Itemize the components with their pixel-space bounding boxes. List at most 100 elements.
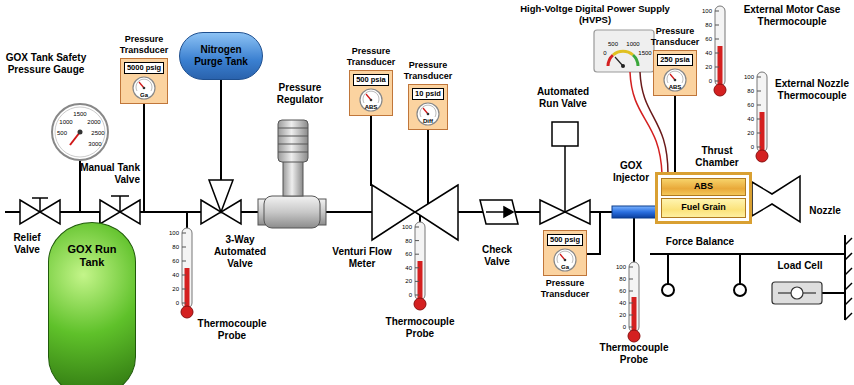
thermometer [757, 119, 761, 120]
scale-number: 0 [623, 324, 626, 330]
automated-run-valve [564, 146, 566, 212]
gauge-face [557, 251, 573, 263]
scale-number: 2000 [87, 119, 100, 125]
wall [844, 235, 846, 320]
transducer-heading: Pressure Transducer [645, 26, 705, 48]
scale-number: 40 [619, 300, 626, 306]
scale-number: 60 [705, 36, 712, 42]
load-cell [791, 287, 803, 299]
part-label: External Motor Case Thermocouple [742, 4, 842, 28]
scale-number: 60 [619, 288, 626, 294]
gauge-type: Ga [131, 92, 157, 98]
thermometer [757, 91, 761, 92]
gauge-face: ABS [662, 68, 688, 92]
range-label: 250 psia [657, 54, 693, 66]
part-label: Thermocouple Probe [382, 316, 458, 340]
gauge-face: Ga [131, 76, 157, 100]
range-label: 500 psia [353, 74, 389, 86]
scale-number: 1000 [59, 119, 72, 125]
manual-tank-valve [120, 200, 140, 224]
scale-number: 40 [747, 116, 754, 122]
part-label: GOX Tank Safety Pressure Gauge [3, 52, 89, 76]
thermometer [414, 298, 426, 310]
nozzle [752, 176, 800, 222]
scale-number: 20 [747, 130, 754, 136]
gauge-face [674, 78, 677, 81]
scale-number: 40 [405, 265, 412, 271]
thermometer [629, 267, 633, 268]
venturi-flow-meter [372, 185, 415, 240]
thermometer [628, 330, 640, 342]
thermometer [182, 289, 186, 290]
node-text: GOX Run Tank [62, 243, 122, 269]
thermometer [181, 228, 193, 318]
scale-number: 1500 [638, 50, 651, 56]
transducer-heading: Pressure Transducer [341, 46, 401, 68]
thermometer [182, 233, 186, 234]
thermometer [181, 306, 193, 318]
gauge-face: ABS [358, 88, 384, 112]
scale-number: 3000 [88, 141, 101, 147]
gauge-face [667, 71, 683, 83]
thermometer [182, 275, 186, 276]
thermometer [757, 77, 761, 78]
scale-number: 100 [616, 264, 626, 270]
thermometer [415, 267, 419, 268]
pressure-regulator [278, 136, 308, 137]
pressure-transducer: Pressure Transducer500 psiaABS [349, 70, 393, 116]
part-label: Venturi Flow Meter [329, 246, 395, 270]
manual-tank-valve [119, 196, 121, 212]
check-valve [480, 200, 518, 224]
gox-run-tank: GOX Run Tank [48, 222, 136, 385]
pipe [427, 120, 429, 204]
relief-valve [20, 198, 60, 224]
force-balance [662, 284, 674, 296]
thermometer [182, 261, 186, 262]
pressure-regulator [258, 120, 326, 228]
wall [845, 283, 852, 290]
force-balance [667, 254, 669, 284]
nitrogen-purge-tank: Nitrogen Purge Tank [179, 32, 263, 80]
gauge-type: ABS [662, 84, 688, 90]
thermometer [756, 72, 768, 162]
safety-pressure-gauge [52, 104, 108, 160]
wall [845, 268, 852, 275]
wall [845, 298, 852, 305]
thermometer [757, 147, 761, 148]
scale-number: 20 [172, 286, 179, 292]
check-valve [504, 207, 513, 217]
automated-run-valve [540, 122, 590, 224]
manual-tank-valve [100, 200, 120, 224]
scale-number: 60 [172, 258, 179, 264]
scale-number: 100 [169, 230, 179, 236]
range-label: 10 psid [412, 88, 444, 100]
thermometer [415, 227, 419, 228]
scale-number: 40 [172, 272, 179, 278]
load-cell [803, 292, 816, 293]
thermometer [757, 105, 761, 106]
part-label: 3-Way Automated Valve [208, 234, 272, 270]
force-balance [739, 254, 741, 284]
part-label: Thermocouple Probe [194, 318, 270, 342]
thermometer [714, 84, 726, 96]
scale-number: 1000 [626, 41, 639, 47]
force-balance [734, 284, 746, 296]
pressure-transducer: Pressure Transducer10 psidDiff [408, 84, 448, 130]
scale-number: 80 [619, 276, 626, 282]
thermometer [756, 150, 768, 162]
check-valve [486, 211, 506, 213]
nozzle [752, 176, 800, 222]
thermometer [715, 67, 719, 68]
wall [845, 235, 852, 320]
scale-number: 0 [409, 292, 412, 298]
node-text: ABS [694, 182, 713, 192]
hvps-meter [594, 30, 654, 72]
force-balance [650, 253, 845, 255]
transducer-heading: Pressure Transducer [114, 34, 174, 56]
thermometer [715, 81, 719, 82]
scale-number: 80 [405, 238, 412, 244]
relief-valve [32, 197, 48, 199]
wall [845, 313, 852, 320]
gauge-face [136, 79, 152, 91]
pipe [674, 90, 676, 174]
